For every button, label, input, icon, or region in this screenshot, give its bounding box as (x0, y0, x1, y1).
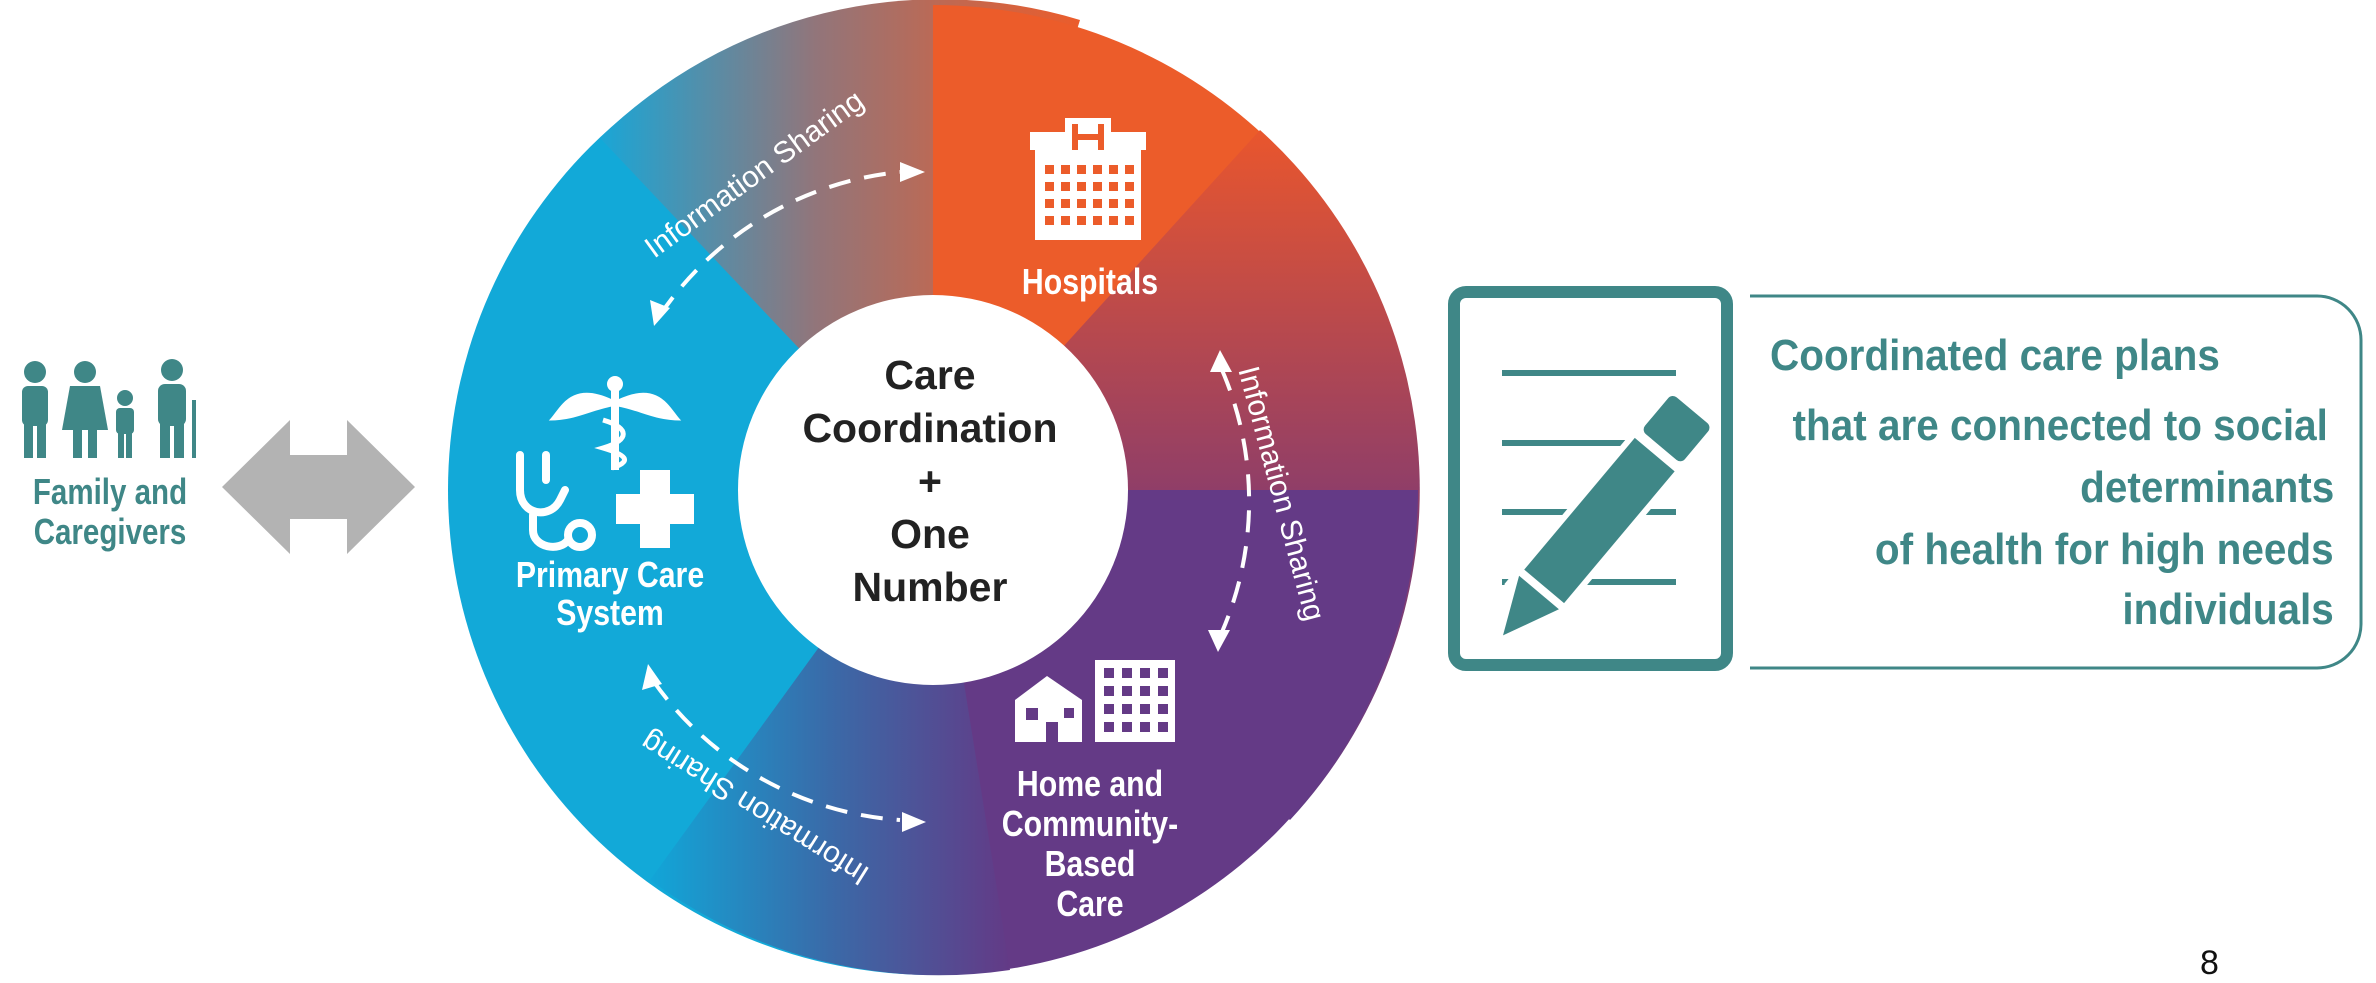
care-plan-line2: that are connected to social (1792, 401, 2328, 450)
hcbc-label-line3: Care (1056, 883, 1124, 924)
care-plan-line4: of health for high needs (1875, 525, 2334, 574)
double-arrow-icon (222, 420, 415, 554)
building-icon (1095, 660, 1175, 742)
document-icon (1448, 286, 1733, 671)
ring-center (738, 295, 1128, 685)
house-icon (1015, 676, 1082, 742)
care-plan-line3: determinants (2079, 463, 2334, 512)
care-plan-line5: individuals (2122, 585, 2334, 634)
hub-line2: Coordination (802, 405, 1058, 451)
ring (448, 0, 1420, 976)
page-number: 8 (2200, 944, 2219, 982)
hub-line3: + (918, 458, 942, 504)
hub-line1: Care (884, 352, 976, 398)
medical-cross-icon (616, 470, 694, 548)
primary-care-label-line2: System (556, 592, 664, 633)
pencil-icon (1503, 395, 1710, 636)
info-arc-top (658, 170, 901, 317)
caduceus-icon (548, 376, 682, 471)
info-arc-bottom (652, 680, 901, 822)
hub-line5: Number (852, 564, 1008, 610)
arrowhead-icon (902, 812, 926, 832)
family-label-line1: Family and (32, 471, 188, 512)
primary-care-label: Primary Care System (509, 556, 711, 632)
care-plan-line1: Coordinated care plans (1770, 331, 2220, 380)
hospital-icon (1030, 118, 1146, 240)
info-arc-right (1220, 369, 1252, 633)
hcbc-label-line1: Home and (1016, 763, 1164, 804)
family-label: Family and Caregivers (28, 472, 192, 552)
arrowhead-icon (900, 162, 925, 182)
arrowhead-icon (1208, 630, 1230, 652)
family-label-line2: Caregivers (33, 511, 187, 552)
hub-line4: One (890, 511, 970, 557)
stethoscope-icon (516, 451, 596, 551)
family-icon (22, 359, 196, 458)
arrowhead-icon (642, 664, 662, 690)
hcbc-label-line2: Community-Based (1001, 803, 1179, 884)
arrowhead-icon (1210, 350, 1232, 372)
care-plan-box (1750, 294, 2363, 670)
primary-care-label-line1: Primary Care (515, 554, 705, 595)
home-community-care-label: Home and Community-Based Care (964, 764, 1216, 924)
care-coordination-hub: Care Coordination + One Number (740, 349, 1120, 614)
arrowhead-icon (650, 300, 670, 326)
hospitals-label: Hospitals (1021, 261, 1159, 302)
